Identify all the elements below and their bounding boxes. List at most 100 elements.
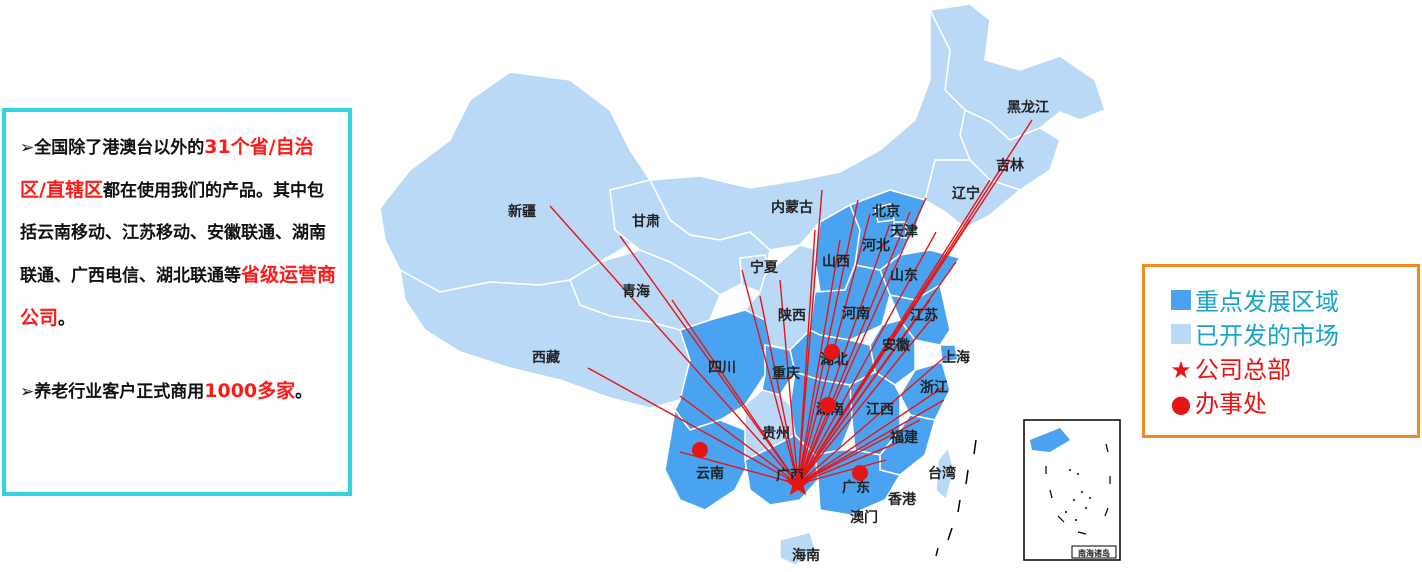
province-label: 四川	[708, 360, 736, 376]
province-label: 青海	[622, 283, 650, 300]
legend-item: ●办事处	[1169, 387, 1417, 421]
route-line	[797, 299, 931, 485]
province-label: 北京	[872, 203, 900, 220]
region-hainan	[779, 531, 817, 566]
route-line	[619, 235, 799, 485]
map-legend: 重点发展区域已开发的市场★公司总部●办事处	[1142, 264, 1420, 438]
map-regions	[379, 3, 1106, 566]
route-line	[797, 223, 891, 485]
legend-label: 公司总部	[1195, 356, 1291, 384]
route-line	[797, 439, 905, 485]
province-label: 贵州	[762, 425, 790, 442]
route-line	[797, 189, 823, 485]
route-line	[797, 197, 927, 485]
route-line	[797, 229, 816, 485]
legend-item: ★公司总部	[1169, 353, 1417, 387]
region-beijing	[874, 203, 895, 223]
sea-boundary-dashes	[935, 439, 977, 557]
legend-label: 已开发的市场	[1195, 322, 1339, 350]
province-label: 新疆	[508, 203, 536, 220]
province-label: 广东	[842, 479, 870, 496]
province-label: 天津	[890, 223, 918, 240]
inset-label: 南海诸岛	[1078, 548, 1110, 558]
province-label: 山东	[890, 267, 918, 284]
legend-item: 已开发的市场	[1169, 319, 1417, 353]
province-labels: 黑龙江吉林辽宁内蒙古新疆甘肃北京天津河北宁夏山西山东青海陕西河南江苏西藏四川湖北…	[508, 99, 1049, 564]
province-label: 浙江	[920, 379, 948, 396]
route-line	[797, 317, 933, 485]
province-label: 澳门	[850, 509, 878, 526]
province-label: 宁夏	[750, 259, 779, 276]
province-label: 黑龙江	[1007, 99, 1049, 116]
route-line	[797, 459, 887, 485]
info-text: ➢养老行业客户正式商用	[20, 382, 205, 402]
province-label: 甘肃	[632, 213, 660, 230]
legend-square-icon	[1169, 319, 1193, 353]
info-text: 都在使用我们的产品。其中包括云南移动、江苏移动、安徽联通、湖南联通、广西电信、湖…	[20, 181, 326, 286]
route-line	[797, 399, 945, 485]
legend-star-icon: ★	[1170, 356, 1192, 384]
province-label: 台湾	[928, 465, 956, 482]
headquarters-star-icon	[784, 470, 812, 496]
province-label: 安徽	[882, 337, 911, 354]
route-lines	[549, 119, 1033, 485]
province-label: 江苏	[910, 307, 938, 324]
region-taiwan	[935, 446, 955, 502]
province-label: 河北	[862, 237, 890, 254]
info-text: ➢全国除了港澳台以外的	[20, 138, 205, 158]
province-label: 西藏	[532, 349, 560, 366]
route-line	[587, 367, 799, 485]
legend-dot-icon: ●	[1170, 390, 1192, 418]
province-label: 河南	[842, 305, 870, 322]
province-label: 内蒙古	[771, 199, 813, 216]
route-line	[679, 395, 799, 485]
inset-coast	[1030, 428, 1070, 452]
route-line	[779, 279, 799, 485]
route-line	[797, 355, 947, 485]
route-line	[759, 295, 799, 485]
route-line	[671, 299, 799, 485]
route-line	[741, 269, 799, 485]
legend-label: 重点发展区域	[1195, 288, 1339, 316]
info-text-box: ➢全国除了港澳台以外的31个省/自治区/直辖区都在使用我们的产品。其中包括云南移…	[2, 108, 352, 496]
route-line	[549, 205, 799, 485]
route-line	[797, 199, 859, 485]
info-paragraph-elderly: ➢养老行业客户正式商用1000多家。	[20, 370, 338, 413]
office-marker-hunan	[820, 397, 836, 413]
province-label: 重庆	[772, 365, 800, 382]
province-label: 云南	[696, 465, 724, 482]
province-label: 海南	[792, 547, 820, 564]
info-highlight-operators: 省级运营商公司	[20, 264, 337, 329]
province-label: 辽宁	[952, 185, 980, 202]
province-label: 福建	[889, 429, 918, 446]
info-text: 。	[58, 309, 76, 329]
south-china-sea-inset: 南海诸岛	[1023, 419, 1121, 561]
info-highlight-customers: 1000多家	[204, 380, 296, 402]
province-label: 陕西	[778, 307, 806, 324]
inset-label-box	[1071, 545, 1117, 559]
info-paragraph-provinces: ➢全国除了港澳台以外的31个省/自治区/直辖区都在使用我们的产品。其中包括云南移…	[20, 126, 338, 340]
route-line	[797, 211, 911, 485]
province-label: 香港	[887, 491, 917, 508]
region-liaoning	[924, 159, 1022, 229]
province-label: 吉林	[996, 157, 1024, 174]
province-label: 上海	[942, 349, 970, 366]
legend-item: 重点发展区域	[1169, 285, 1417, 319]
province-label: 江西	[866, 401, 894, 418]
region-tianjin	[893, 221, 907, 239]
office-marker-yunnan	[692, 442, 708, 458]
info-highlight-provinces: 31个省/自治区/直辖区	[20, 136, 314, 201]
route-line	[797, 239, 841, 485]
province-label: 山西	[822, 254, 850, 270]
map-markers	[692, 344, 868, 496]
inset-islands	[1065, 469, 1091, 521]
legend-label: 办事处	[1195, 390, 1267, 418]
inset-boundary-dashes	[1045, 443, 1111, 535]
route-line	[797, 119, 1033, 485]
info-text: 。	[295, 382, 313, 402]
route-line	[797, 387, 943, 485]
route-line	[797, 231, 937, 485]
route-line	[797, 419, 921, 485]
office-marker-guangdong	[852, 465, 868, 481]
office-marker-hubei	[824, 344, 840, 360]
